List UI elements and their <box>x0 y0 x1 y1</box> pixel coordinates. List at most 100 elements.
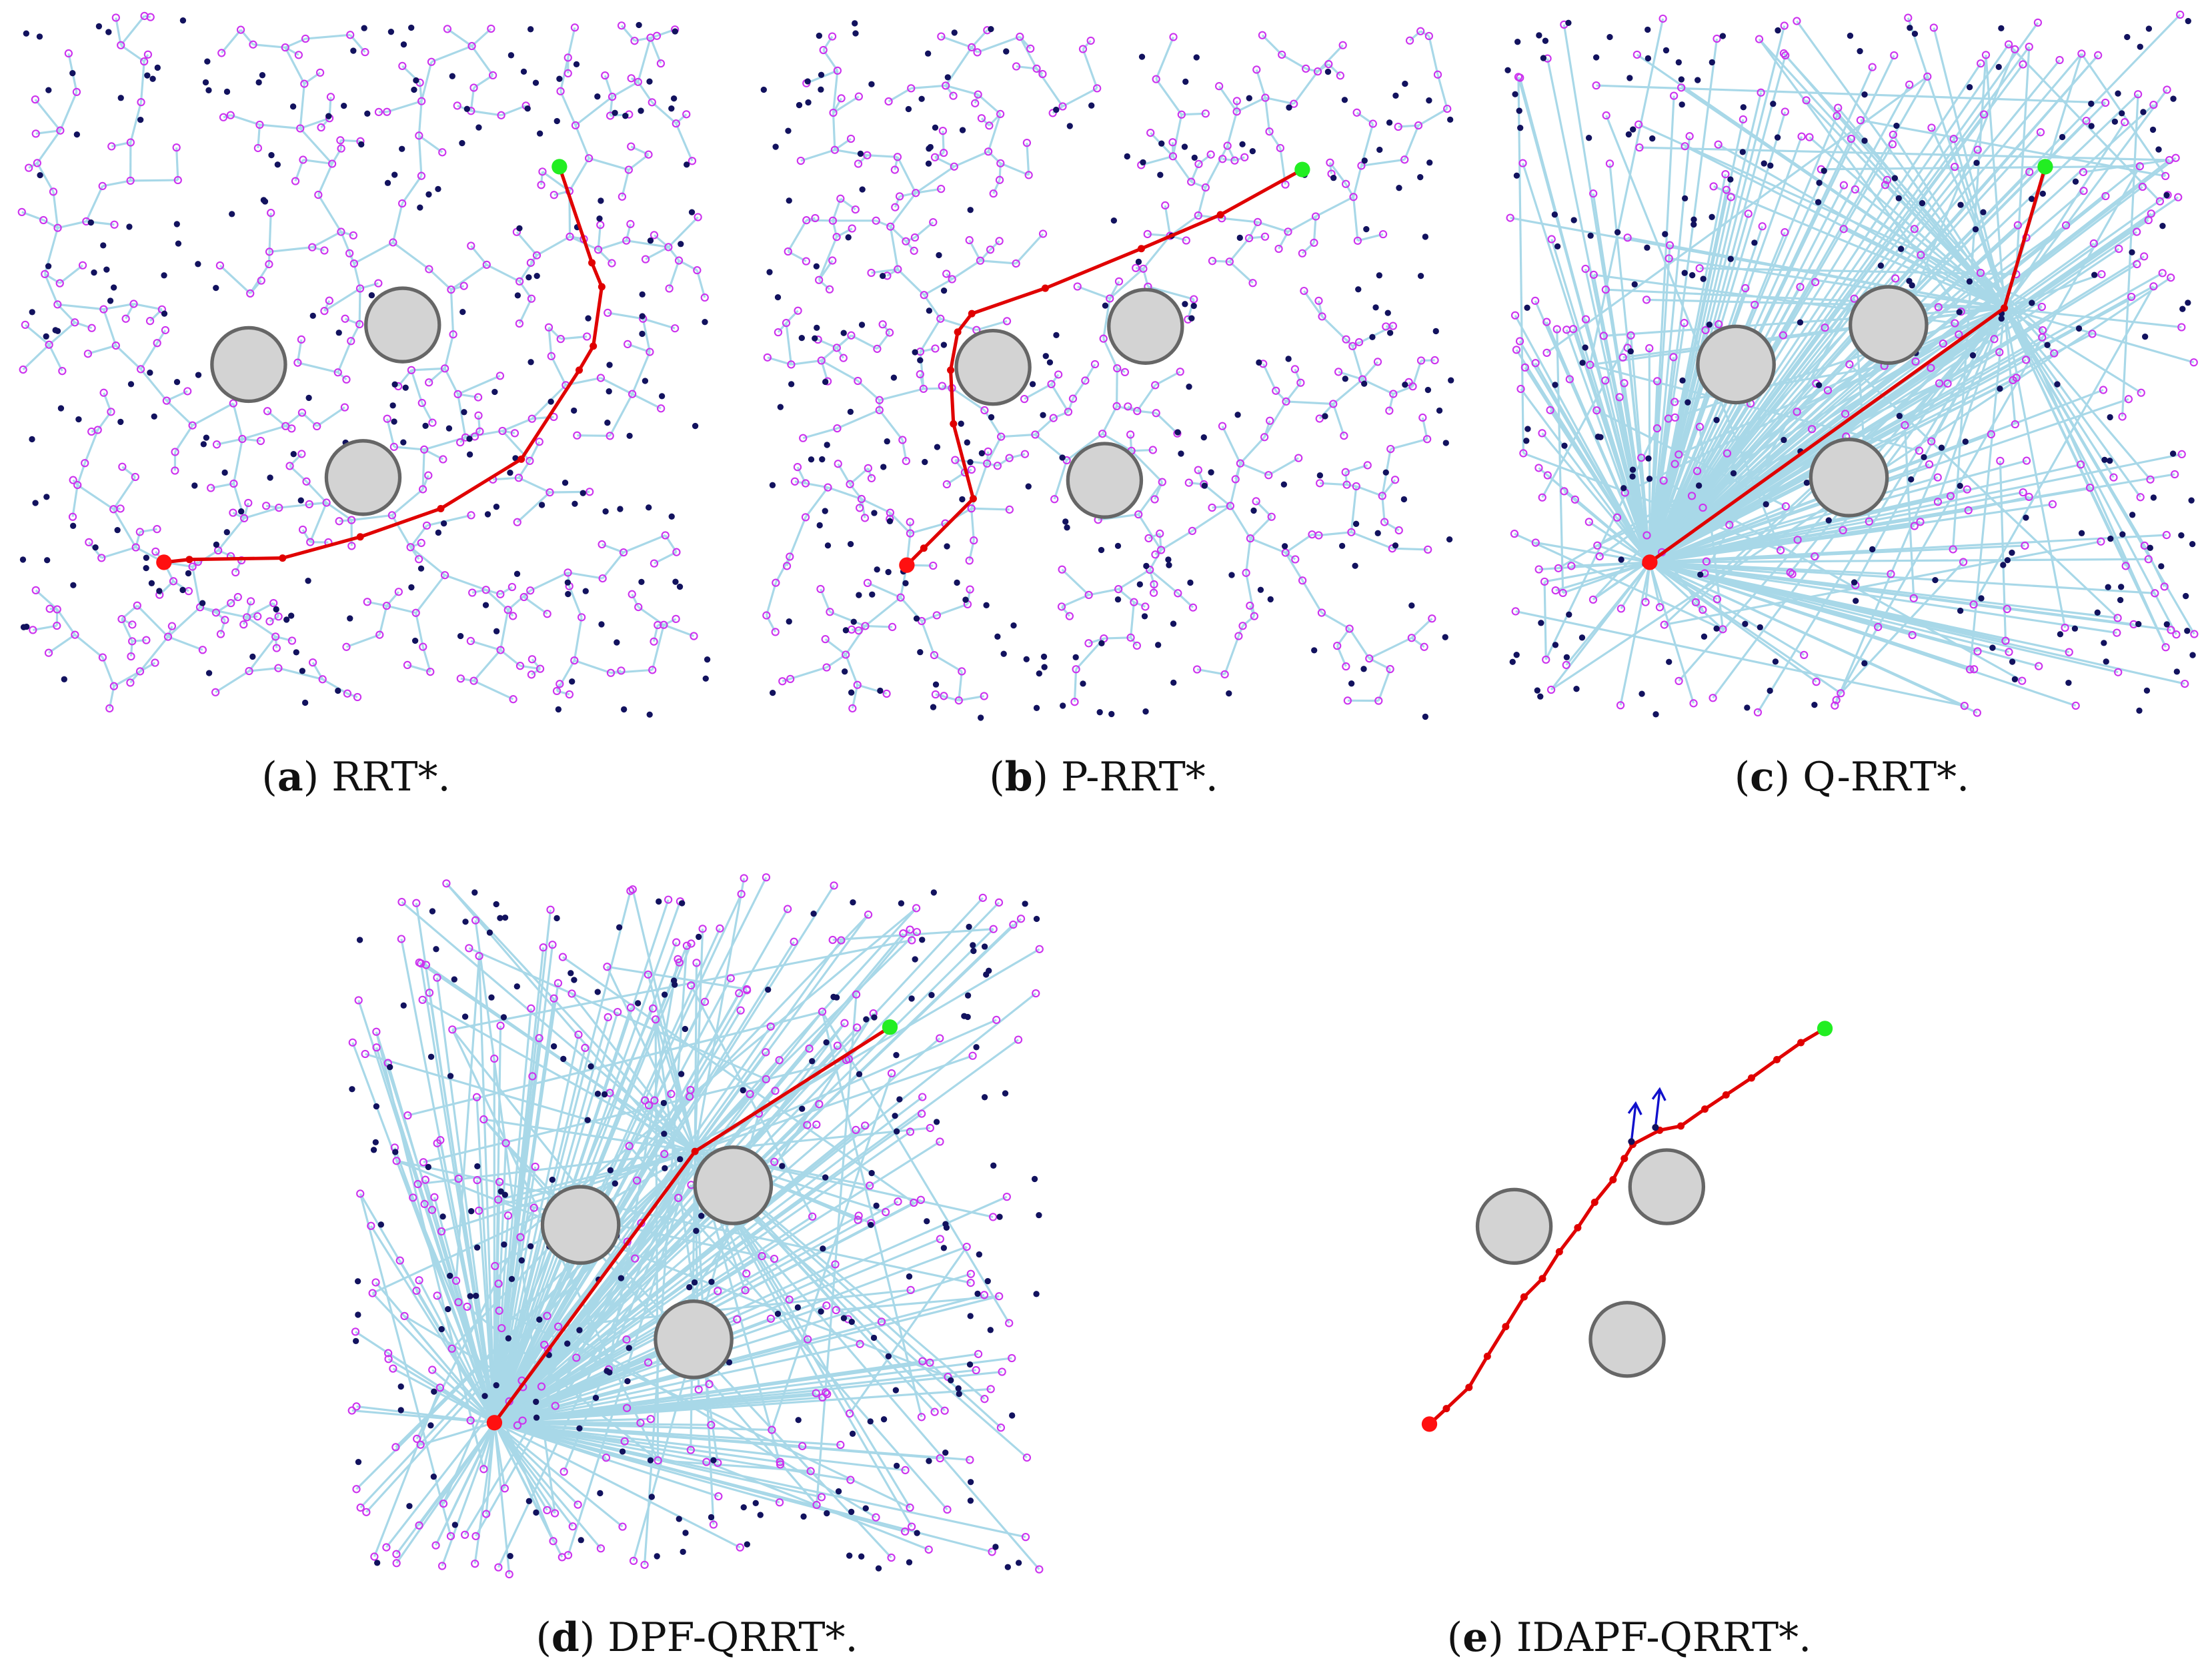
tree-node <box>895 192 904 201</box>
tree-edge <box>777 322 788 334</box>
tree-node <box>1901 421 1909 430</box>
sample-point <box>2189 540 2196 548</box>
tree-edge <box>992 179 1001 194</box>
sample-point <box>959 496 966 503</box>
tree-node <box>974 1349 983 1358</box>
sample-point <box>373 1560 381 1566</box>
sample-point <box>438 1325 445 1333</box>
sample-point <box>461 1013 469 1020</box>
tree-node <box>2065 648 2073 656</box>
sample-point <box>1523 438 1530 444</box>
sample-point <box>964 439 970 446</box>
sample-point <box>1324 68 1332 75</box>
tree-node <box>762 873 771 882</box>
tree-node <box>735 989 744 998</box>
sample-point <box>2163 621 2170 628</box>
tree-edge <box>452 939 912 1031</box>
sample-point <box>867 1418 874 1425</box>
tree-node <box>1024 171 1033 179</box>
tree-node <box>1949 545 1957 554</box>
sample-point <box>850 618 857 625</box>
tree-node <box>1049 414 1058 422</box>
tree-edge <box>1245 538 1252 574</box>
tree-edge <box>958 671 963 701</box>
tree-node <box>950 162 958 171</box>
sample-point <box>497 915 503 921</box>
sample-point <box>1267 596 1274 603</box>
tree-edge <box>832 928 994 941</box>
tree-edge <box>815 994 858 1506</box>
tree-edge <box>1584 268 1651 563</box>
sample-point <box>951 29 958 36</box>
tree-node <box>294 51 303 59</box>
tree-edge <box>568 571 603 580</box>
tree-edge <box>1142 235 1171 269</box>
tree-node <box>918 1357 927 1365</box>
sample-point <box>2078 530 2085 536</box>
tree-node <box>1929 23 1938 32</box>
sample-point <box>1512 91 1518 97</box>
tree-edge <box>986 462 998 467</box>
sample-point <box>2115 90 2121 97</box>
tree-node <box>2085 483 2095 492</box>
tree-node <box>931 344 940 353</box>
tree-node <box>566 232 574 241</box>
sample-point <box>305 578 311 584</box>
tree-edge <box>167 626 173 638</box>
tree-node <box>361 48 369 57</box>
sample-point <box>914 1530 920 1536</box>
sample-point <box>1706 322 1713 328</box>
tree-node <box>1623 233 1632 242</box>
tree-node <box>2172 630 2181 639</box>
sample-point <box>786 618 792 625</box>
tree-node <box>116 504 125 513</box>
tree-edge <box>59 91 78 131</box>
sample-point <box>255 79 262 86</box>
tree-node <box>1652 377 1662 386</box>
tree-edge <box>1317 300 1324 317</box>
sample-point <box>1003 48 1010 55</box>
tree-node <box>428 1365 437 1374</box>
tree-edge <box>1854 307 2005 586</box>
tree-node <box>409 1193 417 1202</box>
tree-edge <box>905 236 916 243</box>
sample-point <box>1250 507 1257 514</box>
tree-node <box>1839 181 1849 189</box>
sample-point <box>373 1103 380 1110</box>
tree-node <box>1242 568 1250 577</box>
sample-point <box>408 584 415 591</box>
tree-node <box>1284 227 1292 236</box>
tree-node <box>554 1322 563 1331</box>
tree-edge <box>1067 398 1074 412</box>
path-node <box>920 544 928 552</box>
tree-node <box>128 637 137 646</box>
tree-node <box>1911 357 1920 366</box>
sample-point <box>238 508 245 515</box>
tree-edge <box>894 156 899 170</box>
tree-edge <box>976 320 1008 332</box>
sample-point <box>2178 532 2185 539</box>
path-node <box>1520 1293 1528 1301</box>
tree-node <box>1709 694 1717 702</box>
tree-node <box>774 328 783 337</box>
sample-point <box>642 378 649 384</box>
tree-node <box>656 404 666 413</box>
tree-edge <box>631 351 651 395</box>
tree-node <box>664 895 673 904</box>
sample-point <box>676 583 684 590</box>
tree-node <box>799 434 808 442</box>
sample-point <box>1763 501 1769 508</box>
tree-node <box>416 1440 425 1449</box>
tree-node <box>833 1041 842 1050</box>
caption-letter-d: d <box>551 1614 580 1661</box>
sample-point <box>959 127 966 133</box>
tree-edge <box>954 150 989 168</box>
sample-point <box>955 1385 962 1391</box>
path-node <box>1137 245 1145 253</box>
samples-c <box>1504 17 2196 718</box>
tree-node <box>1699 605 1707 614</box>
tree-node <box>986 245 995 254</box>
tree-edge <box>1130 636 1138 646</box>
tree-node <box>1910 225 1919 233</box>
tree-node <box>648 666 657 674</box>
